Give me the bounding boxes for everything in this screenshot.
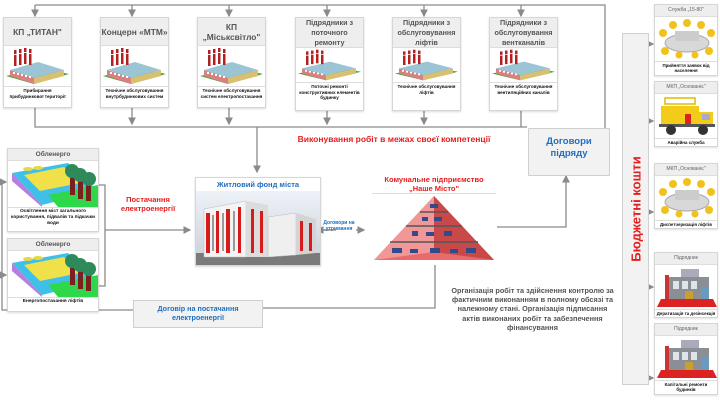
contracts-document-label: Договори підряду — [546, 136, 592, 159]
factory-building-icon — [296, 48, 363, 82]
factory-building-icon — [198, 46, 265, 86]
service-provider-name: МКП „Основаніє" — [655, 82, 717, 94]
contractor-caption: Поточні ремонті конструктивних елементів… — [296, 82, 363, 102]
service-caption: Дератизація та дезінсекція — [655, 309, 717, 316]
enterprise-card[interactable]: Комунальне підприємство „Наше Місто" — [372, 175, 496, 265]
contractor-name: Підрядники з обслуговування ліфтів — [393, 18, 460, 48]
maintenance-contract-label: Договори на утримання — [323, 220, 355, 232]
energy-provider-caption: Енергопостачання ліфтів — [8, 297, 98, 306]
contractor-name: Підрядники з обслуговування вентканалів — [490, 18, 557, 48]
factory-icon — [655, 265, 717, 309]
factory-icon — [655, 336, 717, 380]
service-provider-name: МКП „Основаніє" — [655, 164, 717, 176]
contractor-name: КП „Міськсвітло" — [198, 18, 265, 46]
energy-provider-name: Обленерго — [8, 149, 98, 161]
factory-building-icon — [393, 48, 460, 82]
contractor-name: Підрядники з поточного ремонту — [296, 18, 363, 48]
energy-provider-caption: Освітлення міст загального користування,… — [8, 207, 98, 228]
contractor-name: КП „ТИТАН" — [4, 18, 71, 46]
apartment-building-image — [196, 191, 320, 265]
power-contract-document[interactable]: Договір на постачання електроенергії — [133, 300, 263, 328]
power-contract-label: Договір на постачання електроенергії — [157, 304, 239, 322]
factory-building-icon — [4, 46, 71, 86]
factory-building-icon — [490, 48, 557, 82]
contractor-caption: Технічне обслуговування вентиляційних ка… — [490, 82, 557, 96]
service-provider-name: Підрядник — [655, 324, 717, 336]
contractor-caption: Прибирання прибудинкової території — [4, 86, 71, 100]
pyramid-image — [372, 194, 496, 264]
energy-provider-name: Обленерго — [8, 239, 98, 251]
contractor-card[interactable]: Концерн «МТМ» Технічне обслуговування вну… — [100, 17, 169, 108]
enterprise-title: Комунальне підприємство „Наше Місто" — [372, 175, 496, 194]
service-caption: Диспетчеризація ліфтів — [655, 220, 717, 228]
contractor-caption: Технічне обслуговування ліфтів — [393, 82, 460, 96]
process-description: Організація робіт та здійснення контролю… — [451, 286, 614, 332]
service-provider-name: Служба „15-80" — [655, 5, 717, 17]
contractor-card[interactable]: КП „ТИТАН" Прибирання прибудинкової терит… — [3, 17, 72, 108]
housing-fund-card[interactable]: Житловий фонд міста — [195, 177, 321, 266]
service-caption: Прийняття заявок від населення — [655, 61, 717, 75]
people-round-table-icon — [655, 176, 717, 220]
power-plant-icon — [8, 251, 98, 297]
power-supply-label: Постачання електроенергії — [120, 195, 176, 213]
budget-service-card[interactable]: Служба „15-80" Прийняття заявок від насел… — [654, 4, 718, 76]
service-caption: Аварійна служба — [655, 138, 717, 146]
factory-building-icon — [101, 46, 168, 86]
budget-service-card[interactable]: МКП „Основаніє" Аварійна служба — [654, 81, 718, 148]
contractor-caption: Технічне обслуговування внутрбудинкових … — [101, 86, 168, 100]
housing-fund-title: Житловий фонд міста — [196, 178, 320, 191]
people-round-table-icon — [655, 17, 717, 61]
contractor-name: Концерн «МТМ» — [101, 18, 168, 46]
budget-funds-box: Бюджетні кошти — [622, 33, 649, 385]
contractor-card[interactable]: КП „Міськсвітло" Технічне обслуговування … — [197, 17, 266, 108]
service-provider-name: Підрядник — [655, 253, 717, 265]
budget-service-card[interactable]: МКП „Основаніє" Диспетчеризація ліфтів — [654, 163, 718, 230]
contractor-caption: Технічне обслуговування систем електропо… — [198, 86, 265, 100]
budget-funds-label: Бюджетні кошти — [628, 156, 643, 262]
service-caption: Капітальні ремонти будинків — [655, 380, 717, 394]
service-truck-icon — [655, 94, 717, 138]
work-label: Виконування робіт в межах своєї компетен… — [297, 134, 491, 144]
power-plant-icon — [8, 161, 98, 207]
contracts-document[interactable]: Договори підряду — [528, 128, 610, 176]
